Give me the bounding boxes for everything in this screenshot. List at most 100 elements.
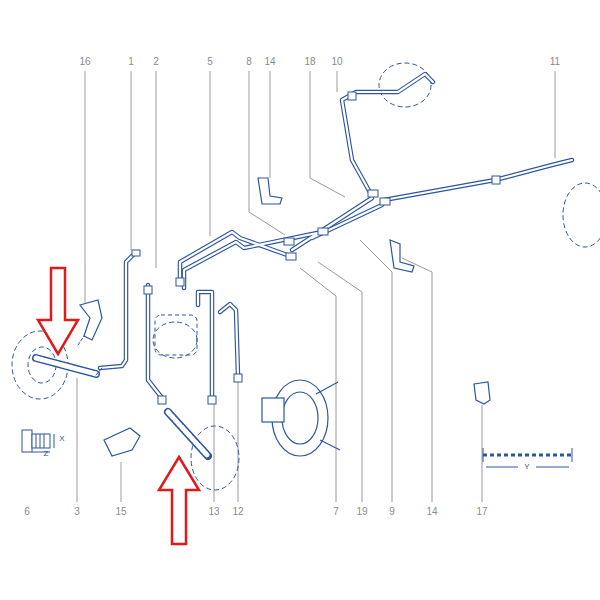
pipe-union	[368, 190, 378, 197]
leader-line	[156, 71, 157, 268]
callout-number: 14	[426, 506, 437, 518]
brake-pipe	[180, 232, 290, 278]
brake-pipe	[220, 304, 238, 376]
brake-pipe	[148, 285, 162, 398]
bolt-symbol	[36, 434, 37, 448]
callout-number: 11	[550, 56, 560, 68]
red-arrow	[38, 268, 199, 544]
leader-line	[77, 378, 78, 502]
pipe-union	[348, 92, 356, 100]
brake-booster	[262, 380, 340, 456]
bolt-symbol	[40, 434, 41, 448]
brake-booster	[316, 382, 338, 394]
leader-line	[310, 71, 345, 197]
callout-number: 1	[128, 56, 134, 68]
brake-disc-outline	[153, 322, 197, 358]
callout-number: 17	[476, 506, 487, 518]
callout-number: 3	[74, 506, 80, 518]
brake-pipe	[312, 205, 382, 238]
flexible-hose	[36, 358, 96, 374]
callout-number: 2	[153, 56, 159, 68]
leader-line	[318, 262, 362, 502]
callout-number: 13	[208, 506, 219, 518]
brake-pipe	[312, 205, 382, 238]
leader-line	[238, 378, 239, 502]
brake-pipe	[198, 292, 212, 398]
dimension-letter: X	[59, 434, 64, 443]
dimension-letter: Y	[524, 462, 529, 471]
brake-disc-outline	[191, 426, 239, 490]
callout-number: 5	[207, 56, 213, 68]
brake-disc-outline	[12, 63, 600, 490]
callout-number: 8	[246, 56, 252, 68]
brake-pipe	[292, 198, 372, 250]
flexible-hose	[168, 412, 208, 456]
callout-number: 12	[232, 506, 243, 518]
abs-unit	[155, 315, 197, 355]
red-arrow	[159, 457, 199, 544]
leader-line	[402, 258, 432, 502]
callout-number: 18	[304, 56, 315, 68]
pipe-union	[132, 92, 500, 404]
bolt-symbol	[32, 434, 50, 448]
callout-number: 9	[389, 506, 395, 518]
brake-pipe	[184, 232, 322, 288]
leader-line	[77, 71, 555, 502]
abs-unit	[155, 315, 197, 355]
callout-number: 19	[356, 506, 367, 518]
brake-pipe	[100, 254, 134, 368]
red-arrow	[38, 268, 78, 354]
brake-pipe	[180, 232, 290, 278]
brake-pipe	[292, 198, 372, 250]
dimension-letter: Z	[44, 449, 49, 458]
brake-pipe	[384, 160, 572, 200]
brake-pipe	[220, 304, 238, 376]
scale-bar	[572, 448, 573, 462]
leader-line	[249, 71, 285, 235]
scale-bar	[486, 467, 518, 468]
leader-line	[360, 240, 392, 502]
brake-booster	[262, 398, 284, 422]
brake-pipe	[100, 74, 572, 398]
bolt-symbol	[54, 434, 55, 448]
bolt-symbol	[44, 434, 45, 448]
pipe-union	[208, 396, 216, 404]
hose-bracket	[390, 240, 414, 272]
leader-line	[131, 71, 132, 250]
pipe-union	[176, 278, 184, 286]
scale-bar	[536, 467, 569, 468]
callout-number: 6	[24, 506, 30, 518]
leader-line	[210, 71, 211, 236]
pipe-clip	[474, 382, 490, 404]
brake-pipe	[100, 254, 134, 368]
leader-line	[85, 71, 86, 305]
hose-bracket	[80, 178, 414, 456]
leader-line	[337, 71, 338, 92]
pipe-union	[144, 286, 152, 294]
hose-bracket	[80, 300, 102, 340]
scale-bar	[483, 448, 484, 462]
brake-pipe	[148, 285, 162, 398]
pipe-union	[132, 250, 140, 256]
pipe-union	[284, 238, 294, 245]
leader-line	[270, 71, 271, 178]
callout-number: 14	[264, 56, 275, 68]
brake-booster	[282, 392, 318, 444]
callout-number: 10	[331, 56, 342, 68]
flexible-hose	[96, 368, 102, 375]
pipe-union	[380, 198, 390, 205]
leader-line	[214, 402, 215, 502]
flexible-hose	[168, 412, 208, 456]
leader-line	[121, 462, 122, 502]
brake-pipe	[100, 74, 572, 398]
brake-pipe	[198, 292, 212, 398]
flexible-hose	[36, 358, 96, 374]
leader-line	[482, 405, 483, 502]
brake-disc-outline	[563, 183, 600, 247]
hose-bracket	[258, 178, 282, 204]
leader-line	[555, 71, 556, 158]
bolt-symbol	[22, 430, 32, 452]
pipe-union	[318, 228, 328, 235]
